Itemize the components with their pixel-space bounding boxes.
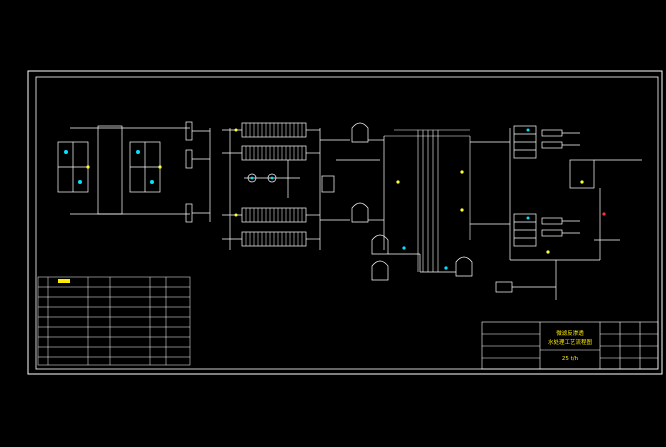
booster-pump-skid <box>321 175 335 193</box>
ro-vessel-4 <box>541 229 563 237</box>
membrane-module-bank <box>222 122 350 250</box>
inner-frame <box>35 76 659 370</box>
cartridge-filter-1 <box>185 121 193 141</box>
capacity-label: 25 t/h <box>562 356 579 362</box>
ro-vessel-3 <box>541 217 563 225</box>
ro-vessel-2 <box>541 141 563 149</box>
cartridge-filter-2 <box>185 149 193 169</box>
chemical-tank-2 <box>371 260 389 281</box>
membrane-instruments <box>234 128 274 217</box>
ro-high-pressure-section <box>470 125 642 300</box>
title-block <box>481 321 659 370</box>
dosing-unit <box>495 281 513 293</box>
chemical-tank-3 <box>455 256 473 277</box>
product-water-tank <box>569 159 595 189</box>
chemical-tank-1 <box>371 234 389 255</box>
equipment-list-table <box>37 276 191 366</box>
membrane-rack-ticks <box>245 123 303 246</box>
intermediate-tank-bottom <box>351 202 369 223</box>
ro-instruments <box>526 128 606 254</box>
pretreatment-instruments <box>64 150 162 184</box>
pretreatment-section <box>57 121 211 223</box>
outer-frame <box>27 70 663 375</box>
pipe-rack-valves <box>396 170 464 270</box>
drawing-title-line2: 水处理工艺流程图 <box>548 338 593 346</box>
intermediate-tanks <box>321 122 473 281</box>
drawing-title-line1: 微滤反渗透 <box>556 329 584 337</box>
pretreatment-filter-tank <box>97 125 123 215</box>
cartridge-filter-3 <box>185 203 193 223</box>
ro-vessel-1 <box>541 129 563 137</box>
vertical-pipe-rack <box>384 129 471 272</box>
intermediate-tank-top <box>351 122 369 143</box>
